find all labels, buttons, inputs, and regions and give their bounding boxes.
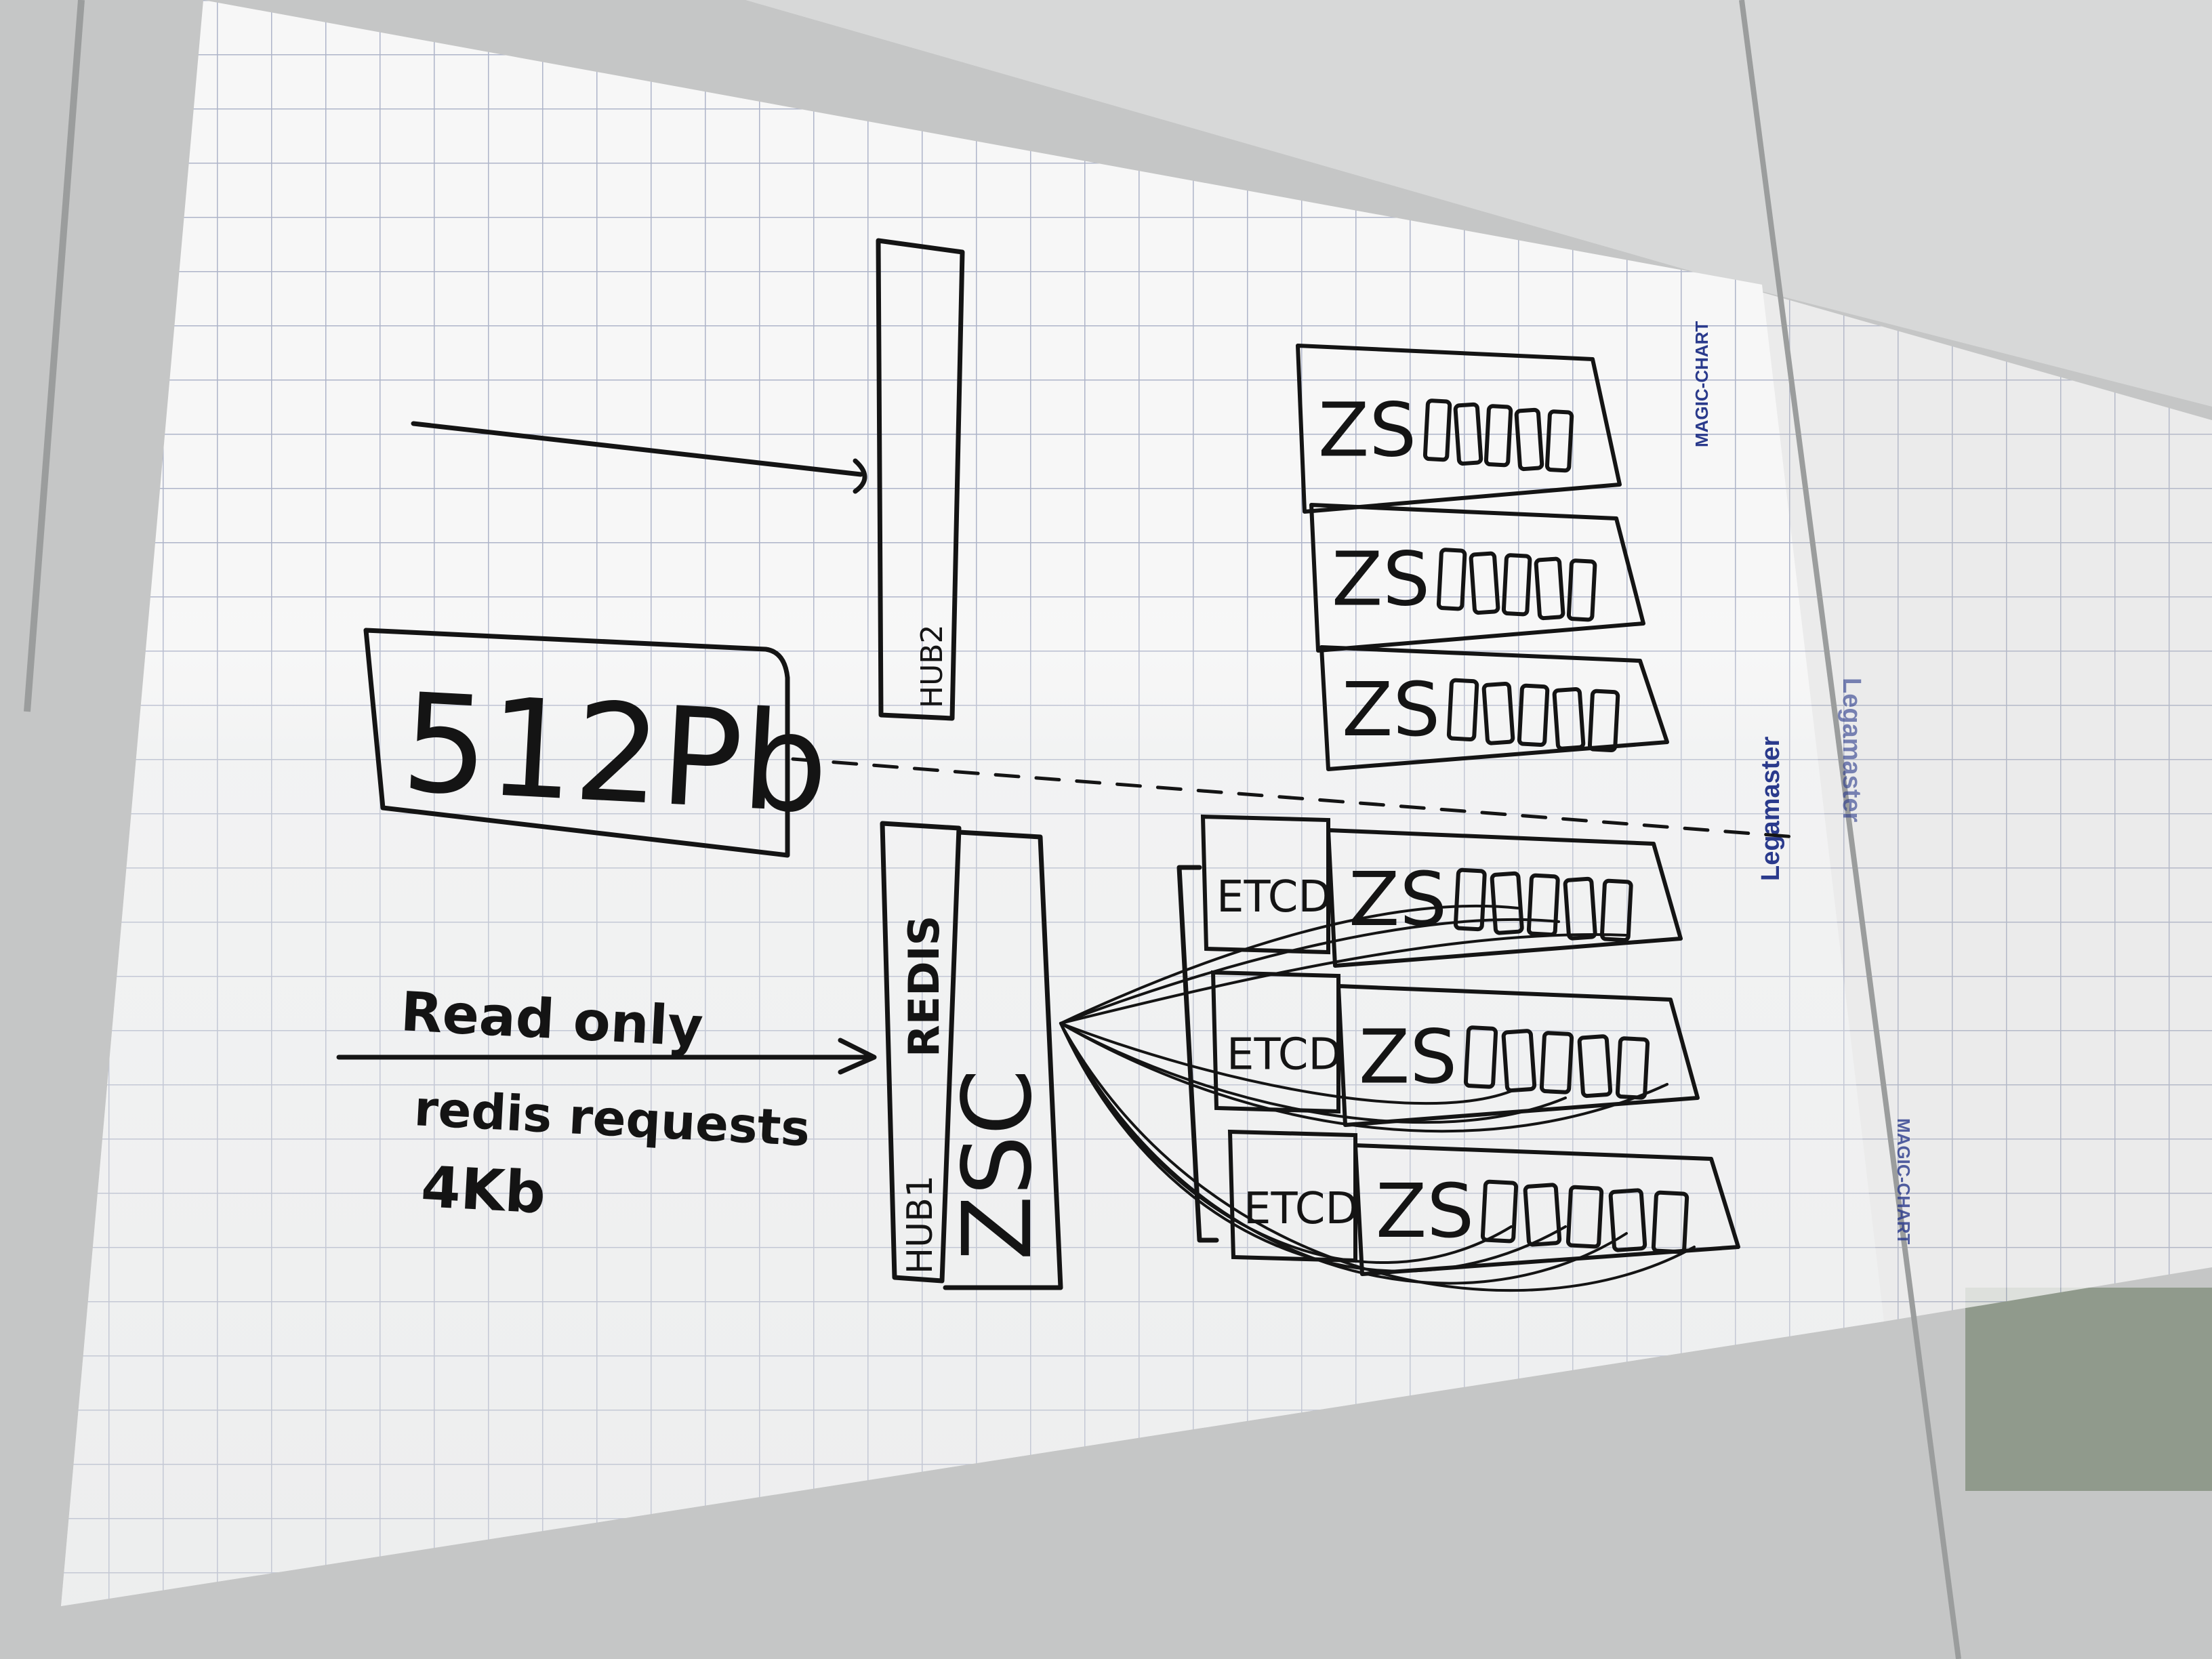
drive-icon xyxy=(1490,871,1524,935)
drive-icon xyxy=(1577,1034,1613,1099)
etcd-label: ETCD xyxy=(1244,1184,1359,1234)
drive-icon xyxy=(1615,1036,1650,1100)
glass-frame-right xyxy=(1739,0,1961,1659)
hub2-label: HUB2 xyxy=(915,625,949,708)
hub2-box xyxy=(876,238,965,721)
drive-icon xyxy=(1651,1190,1689,1254)
top-zs-group-1: ZS xyxy=(1296,344,1622,514)
zs-label: ZS xyxy=(1359,1014,1457,1101)
bottom-zs-group-2: ETCD ZS xyxy=(1210,970,1700,1127)
dashed-connector xyxy=(791,757,1798,839)
drive-icon xyxy=(1463,1025,1498,1089)
bottom-zs-group-1: ETCD ZS xyxy=(1200,814,1683,968)
zs-label: ZS xyxy=(1332,536,1430,623)
etcd-box xyxy=(1210,970,1340,1114)
top-zs-group-3: ZS xyxy=(1319,645,1669,771)
drive-icon xyxy=(1436,548,1467,611)
glass-frame-left xyxy=(24,0,85,712)
drive-icon xyxy=(1469,551,1500,615)
etcd-box xyxy=(1200,814,1330,955)
drive-icon xyxy=(1552,687,1586,751)
redis-label: REDIS xyxy=(899,916,949,1057)
zs-label: ZS xyxy=(1376,1168,1474,1254)
zs-label: ZS xyxy=(1318,387,1416,474)
drive-icon xyxy=(1566,558,1597,622)
etcd-label: ETCD xyxy=(1227,1030,1342,1080)
hub1-redis-box xyxy=(880,821,962,1284)
drive-icon xyxy=(1517,683,1550,747)
drive-icon xyxy=(1587,689,1620,753)
zsc-box xyxy=(943,830,1063,1290)
zs-label: ZS xyxy=(1342,666,1440,753)
storage-label: 512Pb xyxy=(398,664,832,844)
drive-icon xyxy=(1446,678,1479,742)
drive-icon xyxy=(1526,873,1560,937)
drive-icon xyxy=(1481,681,1515,745)
read-only-arrow xyxy=(336,1038,877,1075)
drive-icon xyxy=(1480,1179,1519,1244)
zs-group-layer: ZS ZS ZS ETCD ZS ETCD ZS ETCD ZS xyxy=(1200,344,1740,1276)
drive-icon xyxy=(1514,407,1544,472)
ceiling xyxy=(745,0,2212,407)
hub2-input-arrow xyxy=(411,421,867,494)
storage-box xyxy=(363,628,790,858)
drive-icon xyxy=(1563,876,1597,941)
drive-icon xyxy=(1599,878,1633,943)
zs-label: ZS xyxy=(1349,856,1447,943)
etcd-box xyxy=(1227,1129,1357,1263)
bottom-zs-group-outline xyxy=(1326,828,1683,968)
bottom-zs-group-3: ETCD ZS xyxy=(1227,1129,1740,1276)
drive-icon xyxy=(1608,1188,1647,1252)
drive-icon xyxy=(1534,556,1565,621)
drive-icon xyxy=(1453,867,1487,932)
request-size-label: 4Kb xyxy=(419,1153,548,1226)
brand-label-bottom: MAGIC-CHART xyxy=(1893,1118,1914,1244)
drive-icon xyxy=(1483,404,1513,468)
top-zs-group-outline xyxy=(1319,645,1669,771)
bottom-zs-group-outline xyxy=(1336,984,1700,1127)
fan-out-connections xyxy=(1059,904,1696,1292)
drive-icon xyxy=(1422,398,1452,462)
brand-label-middle: Legamaster xyxy=(1757,736,1785,881)
brand-label-mirrored: Legamaster xyxy=(1837,678,1866,823)
drive-icon xyxy=(1501,1029,1537,1093)
window-glimpse xyxy=(1965,1288,2212,1491)
hub1-label: HUB1 xyxy=(900,1175,941,1274)
bottom-zs-group-outline xyxy=(1353,1143,1740,1276)
etcd-bracket xyxy=(1176,865,1219,1243)
etcd-label: ETCD xyxy=(1216,872,1332,922)
hand-drawn-diagram xyxy=(336,238,1798,1292)
drive-icon xyxy=(1523,1183,1562,1247)
drive-icon xyxy=(1453,402,1483,466)
top-zs-group-outline xyxy=(1309,503,1645,653)
drive-icon xyxy=(1544,409,1574,473)
drive-icon xyxy=(1501,553,1532,617)
drive-icon xyxy=(1565,1185,1604,1249)
drive-icon xyxy=(1539,1031,1574,1094)
top-zs-group-outline xyxy=(1296,344,1622,514)
top-zs-group-2: ZS xyxy=(1309,503,1645,653)
zsc-label: ZSC xyxy=(943,1069,1053,1261)
brand-label-top: MAGIC-CHART xyxy=(1692,321,1712,447)
